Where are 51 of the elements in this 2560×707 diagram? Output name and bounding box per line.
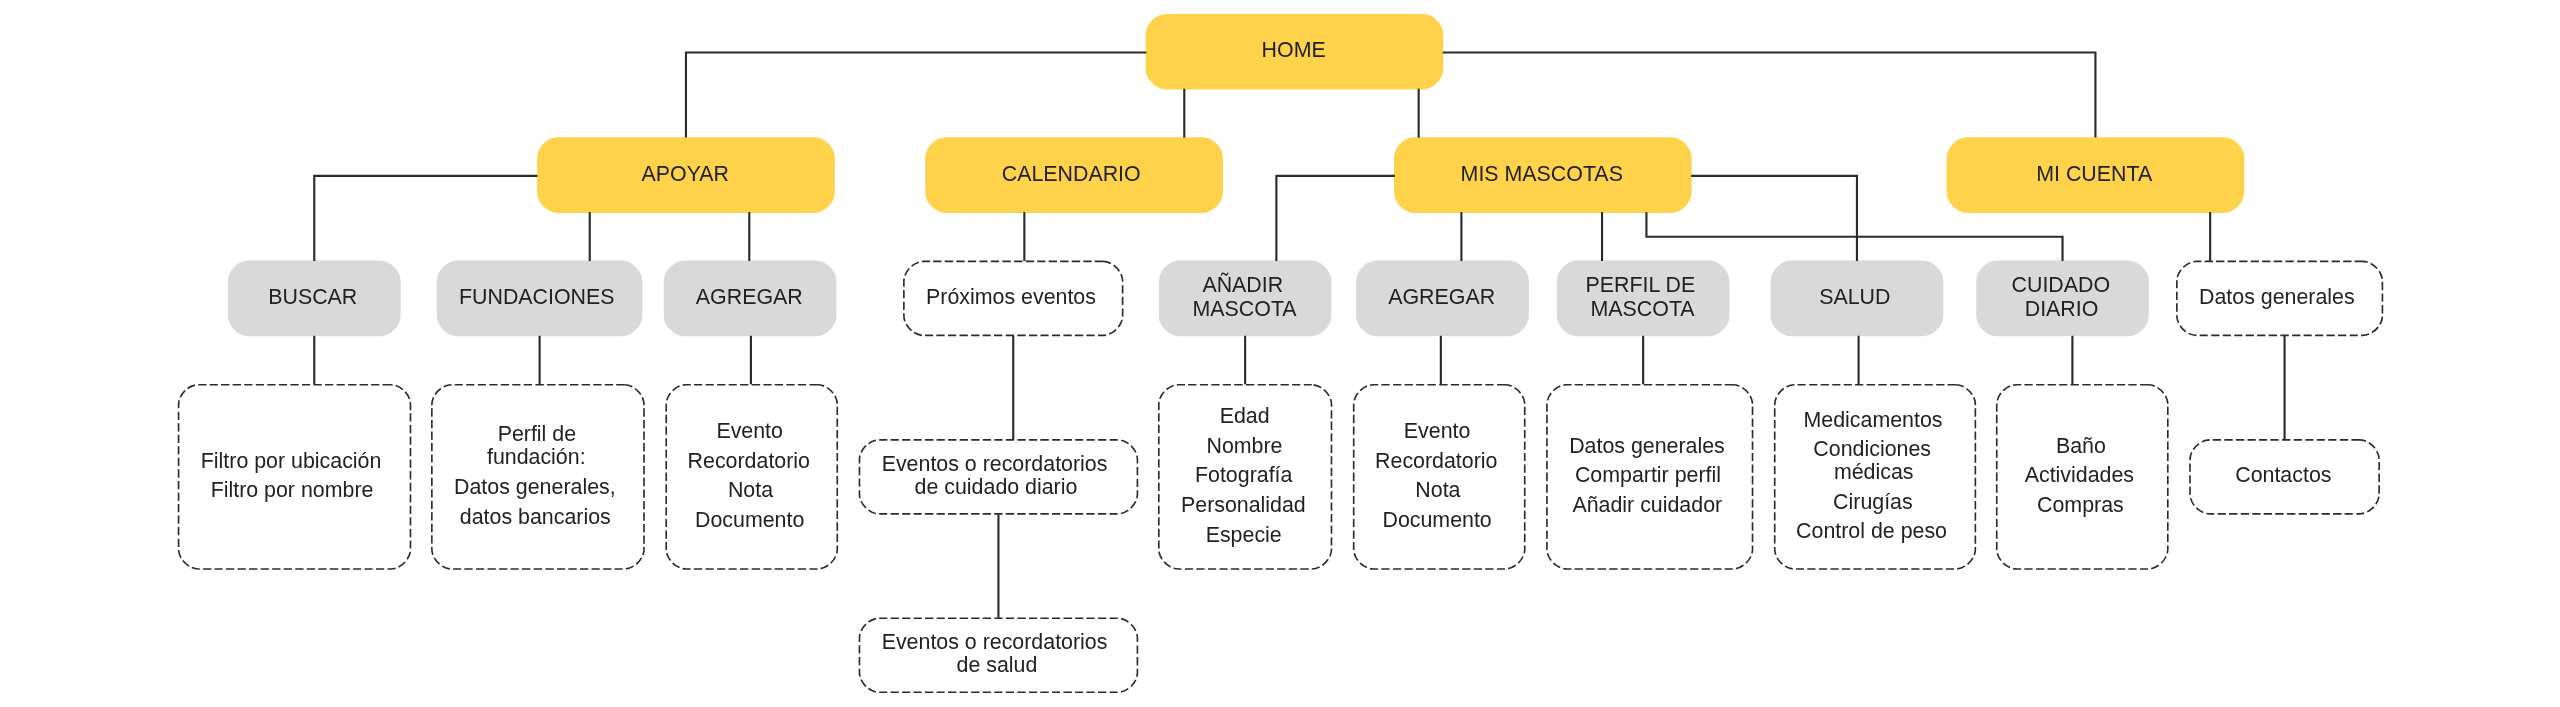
node-box: FUNDACIONES	[436, 260, 642, 337]
node-box: AÑADIR MASCOTA	[1158, 260, 1331, 337]
connector	[1600, 212, 1603, 261]
connector	[1011, 335, 1014, 440]
connector	[312, 335, 315, 385]
connector	[588, 212, 591, 261]
connector	[1274, 174, 1395, 261]
connector	[1857, 335, 1860, 385]
connector	[2070, 335, 2073, 385]
node-box: Perfil de fundación: Datos generales, datos bancarios	[430, 383, 645, 570]
node-box: Eventos o recordatorios de cuidado diario	[858, 439, 1138, 515]
connector	[1439, 335, 1442, 385]
connector	[749, 335, 752, 385]
connector	[1442, 51, 2096, 138]
connector	[1641, 335, 1644, 385]
node-box: MIS MASCOTAS	[1393, 137, 1692, 213]
connector	[1690, 174, 1858, 261]
node-box: Evento Recordatorio Nota Documento	[664, 383, 838, 570]
node-box: AGREGAR	[1355, 260, 1529, 337]
node-box: AGREGAR	[663, 260, 836, 337]
node-box: MI CUENTA	[1946, 137, 2244, 213]
node-box: CUIDADO DIARIO	[1975, 260, 2149, 337]
connector	[1459, 212, 1462, 261]
connector	[1243, 335, 1246, 385]
connector	[538, 335, 541, 385]
connector	[747, 212, 750, 261]
connector	[2208, 212, 2211, 261]
node-box: APOYAR	[536, 137, 835, 213]
connector	[312, 174, 537, 261]
node-box: BUSCAR	[227, 260, 401, 337]
node-box: Evento Recordatorio Nota Documento	[1352, 383, 1526, 570]
node-box: SALUD	[1770, 260, 1943, 337]
node-box: CALENDARIO	[924, 137, 1223, 213]
connector	[1644, 212, 2064, 262]
node-box: Filtro por ubicación Filtro por nombre	[177, 383, 411, 570]
node-box: Contactos	[2188, 439, 2380, 515]
node-box: Baño Actividades Compras	[1995, 383, 2169, 570]
connector	[1022, 212, 1025, 261]
connector	[684, 51, 1146, 138]
connector	[2283, 335, 2286, 440]
node-box: Datos generales	[2175, 260, 2383, 337]
node-box: Edad Nombre Fotografía Personalidad Especie	[1157, 383, 1332, 570]
node-box: Eventos o recordatorios de salud	[858, 617, 1138, 694]
node-box: Datos generales Compartir perfil Añadir cuidador	[1545, 383, 1753, 570]
node-box: Próximos eventos	[902, 260, 1123, 337]
node-box: PERFIL DE MASCOTA	[1556, 260, 1729, 337]
connector	[996, 514, 999, 618]
node-box: HOME	[1145, 13, 1443, 90]
connector	[1182, 88, 1185, 138]
node-box: Medicamentos Condiciones médicas Cirugías Control de peso	[1773, 383, 1976, 570]
connector	[1417, 88, 1420, 138]
